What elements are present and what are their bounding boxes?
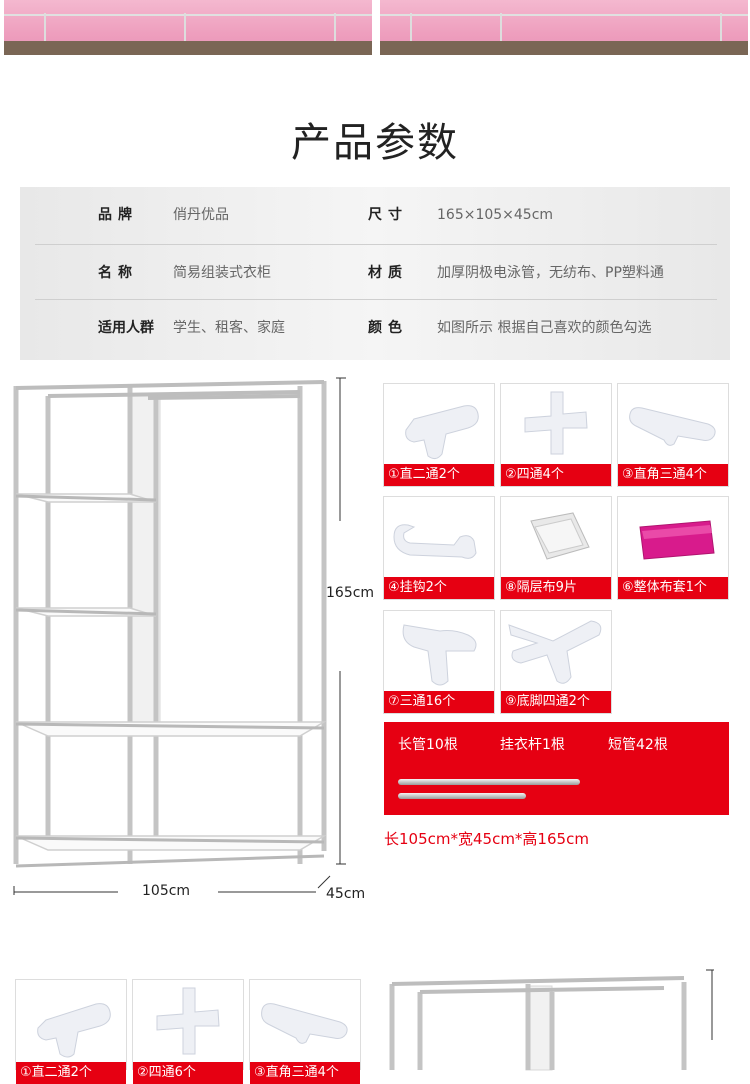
- long-tube-label: 长管10根: [398, 737, 458, 753]
- part-caption: ①直二通2个: [384, 464, 494, 486]
- hook-icon: [393, 524, 477, 559]
- short-tube-label: 短管42根: [608, 737, 668, 753]
- long-tube-image: [398, 779, 580, 785]
- param-value: 165×105×45cm: [437, 207, 554, 223]
- part-caption: ②四通6个: [133, 1062, 243, 1084]
- part-caption: ⑨底脚四通2个: [501, 691, 611, 713]
- wardrobe-photo-left: [4, 0, 372, 55]
- section-title: 产品参数: [291, 120, 459, 166]
- part-card: ③直角三通4个: [249, 979, 361, 1084]
- size-note: 长105cm*宽45cm*高165cm: [384, 830, 589, 848]
- part-caption: ④挂钩2个: [384, 577, 494, 599]
- param-label: 名称: [98, 265, 138, 281]
- part-card: ⑥整体布套1个: [617, 496, 729, 600]
- part-card: ①直二通2个: [15, 979, 127, 1084]
- param-value: 加厚阴极电泳管，无纺布、PP塑料通: [437, 265, 664, 281]
- depth-dimension-label: 45cm: [326, 886, 366, 902]
- wardrobe-frame-diagram: 165cm 105cm 45cm: [8, 376, 380, 902]
- part-caption: ⑥整体布套1个: [618, 577, 728, 599]
- part-caption: ⑦三通16个: [384, 691, 494, 713]
- part-card: ②四通4个: [500, 383, 612, 487]
- param-value: 如图所示 根据自己喜欢的颜色勾选: [437, 320, 652, 336]
- part-card: ⑨底脚四通2个: [500, 610, 612, 714]
- param-label: 尺寸: [368, 207, 408, 223]
- fabric-cover-icon: [639, 520, 715, 560]
- param-label: 适用人群: [98, 320, 154, 336]
- parameter-table: 品牌 俏丹优品 尺寸 165×105×45cm 名称 简易组装式衣柜 材质 加厚…: [20, 187, 730, 360]
- tubes-panel: 长管10根 挂衣杆1根 短管42根: [384, 722, 729, 815]
- part-card: ②四通6个: [132, 979, 244, 1084]
- wardrobe-photo-right: [380, 0, 748, 55]
- hanger-rod-label: 挂衣杆1根: [500, 737, 565, 753]
- param-row: 品牌 俏丹优品 尺寸 165×105×45cm: [35, 187, 717, 243]
- right-angle-3way-connector-icon: [261, 1003, 348, 1044]
- part-caption: ②四通4个: [501, 464, 611, 486]
- param-label: 材质: [368, 265, 408, 281]
- part-caption: ⑧隔层布9片: [501, 577, 611, 599]
- 4way-connector-icon: [524, 391, 588, 455]
- part-card: ④挂钩2个: [383, 496, 495, 600]
- part-card: ⑦三通16个: [383, 610, 495, 714]
- width-dimension-label: 105cm: [142, 883, 191, 899]
- param-row: 名称 简易组装式衣柜 材质 加厚阴极电泳管，无纺布、PP塑料通: [35, 244, 717, 300]
- param-value: 学生、租客、家庭: [173, 320, 285, 336]
- wardrobe-frame-diagram-bottom: [389, 969, 714, 1071]
- param-label: 品牌: [98, 207, 138, 223]
- param-value: 简易组装式衣柜: [173, 265, 271, 281]
- part-card: ③直角三通4个: [617, 383, 729, 487]
- 3way-connector-icon: [402, 624, 477, 686]
- param-row: 适用人群 学生、租客、家庭 颜色 如图所示 根据自己喜欢的颜色勾选: [35, 299, 717, 355]
- straight-2way-connector-icon: [37, 1003, 111, 1058]
- 4way-connector-icon: [156, 987, 220, 1055]
- param-label: 颜色: [368, 320, 408, 336]
- part-caption: ③直角三通4个: [618, 464, 728, 486]
- foot-4way-connector-icon: [508, 620, 602, 684]
- part-caption: ①直二通2个: [16, 1062, 126, 1084]
- right-angle-3way-connector-icon: [629, 407, 716, 446]
- height-dimension-label: 165cm: [326, 585, 375, 601]
- part-caption: ③直角三通4个: [250, 1062, 360, 1084]
- part-card: ①直二通2个: [383, 383, 495, 487]
- shelf-cloth-icon: [530, 512, 590, 560]
- wardrobe-frame-svg: [13, 377, 346, 895]
- param-value: 俏丹优品: [173, 207, 229, 223]
- part-card: ⑧隔层布9片: [500, 496, 612, 600]
- straight-2way-connector-icon: [405, 405, 479, 460]
- short-tube-image: [398, 793, 526, 799]
